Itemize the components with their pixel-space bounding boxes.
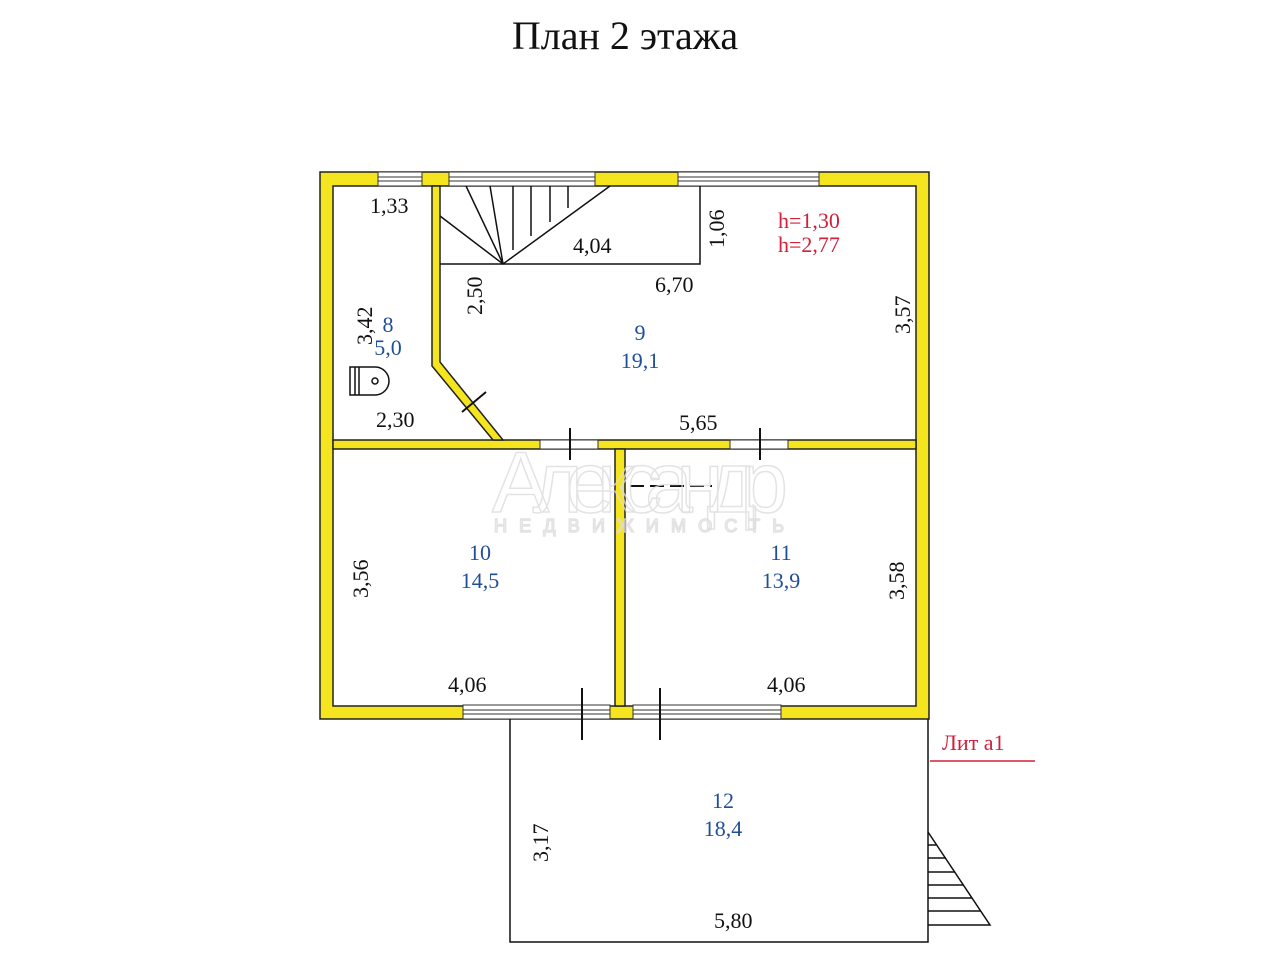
- room-10-number: 10: [469, 540, 491, 565]
- room-12-number: 12: [712, 788, 734, 813]
- room-10-area: 14,5: [461, 568, 500, 593]
- room-8-number: 8: [383, 312, 394, 337]
- plan-title: План 2 этажа: [511, 13, 739, 58]
- room-8-area: 5,0: [374, 335, 402, 360]
- room-12-area: 18,4: [704, 816, 743, 841]
- height-label-2: h=2,77: [778, 232, 840, 257]
- dim-r11-bottom: 4,06: [767, 672, 806, 697]
- room-9-area: 19,1: [621, 348, 660, 373]
- toilet-icon: [349, 366, 390, 396]
- dim-r9-bottom: 5,65: [679, 410, 718, 435]
- dim-r11-right: 3,58: [884, 562, 909, 601]
- doors: [461, 391, 761, 740]
- lit-label: Лит а1: [942, 730, 1005, 755]
- dim-r12-left: 3,17: [528, 824, 553, 863]
- dim-r9-partition: 2,50: [462, 277, 487, 316]
- dim-r8-left: 3,42: [352, 307, 377, 346]
- dim-r8-bottom: 2,30: [376, 407, 415, 432]
- dim-r12-bottom: 5,80: [714, 908, 753, 933]
- watermark-main: Александр: [492, 435, 788, 531]
- dim-stair-width: 1,06: [704, 210, 729, 249]
- room-9-number: 9: [635, 320, 646, 345]
- room-12-outline: [509, 719, 992, 943]
- dim-r8-top: 1,33: [370, 193, 409, 218]
- height-label-1: h=1,30: [778, 208, 840, 233]
- dim-r9-right: 3,57: [890, 296, 915, 335]
- dim-stair-length: 4,04: [573, 233, 612, 258]
- room-11-number: 11: [770, 540, 791, 565]
- dim-r9-top: 6,70: [655, 272, 694, 297]
- dim-r10-bottom: 4,06: [448, 672, 487, 697]
- room-11-area: 13,9: [762, 568, 801, 593]
- dim-r10-left: 3,56: [348, 560, 373, 599]
- staircase: [439, 185, 701, 265]
